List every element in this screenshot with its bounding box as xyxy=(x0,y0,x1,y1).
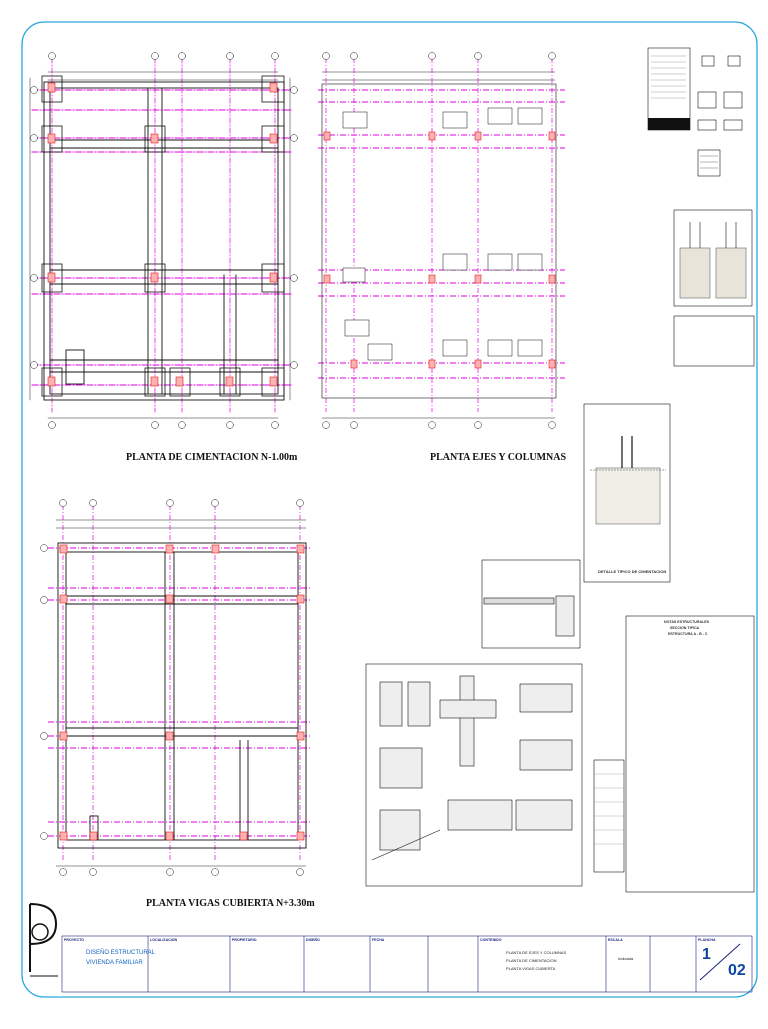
scale-label: ESCALA xyxy=(608,938,623,942)
roof-beams-plan xyxy=(40,499,312,876)
content-line-3: PLANTA VIGAS CUBIERTA xyxy=(506,966,556,971)
roof-plan-title: PLANTA VIGAS CUBIERTA N+3.30m xyxy=(146,898,315,909)
project-sub: VIVIENDA FAMILIAR xyxy=(86,960,143,966)
sheet-total: 02 xyxy=(728,962,746,979)
axes-plan-title: PLANTA EJES Y COLUMNAS xyxy=(430,452,567,463)
notes-header-1: NOTAS ESTRUCTURALES xyxy=(664,620,710,624)
location-label: LOCALIZACION xyxy=(150,938,178,942)
content-label: CONTENIDO xyxy=(480,938,502,942)
design-label: DISEÑO xyxy=(306,938,320,942)
sheet-label: PLANCHA xyxy=(698,938,716,942)
date-label: FECHA xyxy=(372,938,385,942)
project-label: PROYECTO xyxy=(64,938,85,942)
sheet-number: 1 xyxy=(702,946,711,963)
project-name: DISEÑO ESTRUCTURAL xyxy=(86,950,156,956)
foundation-plan xyxy=(29,52,298,429)
owner-label: PROPIETARIO xyxy=(232,938,257,942)
content-line-1: PLANTA DE EJES Y COLUMNAS xyxy=(506,950,567,955)
notes-header-3: ESTRUCTURA A - B - C xyxy=(668,632,708,636)
scale-value: Indicada xyxy=(618,956,634,961)
notes-header-2: SECCION TIPICA xyxy=(670,626,700,630)
firm-logo xyxy=(29,903,58,977)
axes-columns-plan xyxy=(318,52,565,429)
right-details xyxy=(365,47,755,893)
sheet-frame xyxy=(21,21,758,998)
foundation-plan-title: PLANTA DE CIMENTACION N-1.00m xyxy=(126,452,298,463)
title-block-lines xyxy=(61,935,753,993)
content-line-2: PLANTA DE CIMENTACION xyxy=(506,958,557,963)
foundation-detail-caption: DETALLE TIPICO DE CIMENTACION xyxy=(598,570,667,574)
